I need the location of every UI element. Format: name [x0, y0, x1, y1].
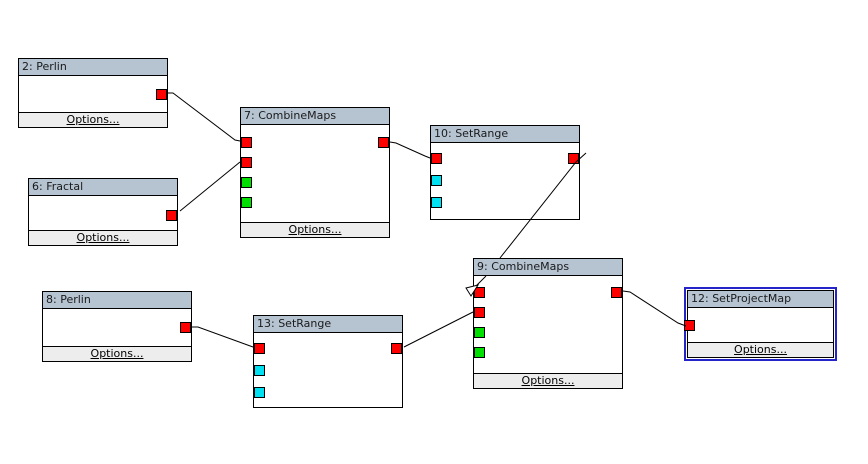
node-title: 7: CombineMaps	[244, 109, 337, 122]
node-title: 2: Perlin	[22, 60, 67, 73]
connection-line	[179, 161, 241, 212]
port-red-input-1[interactable]	[241, 137, 252, 148]
node-title-bar[interactable]: 10: SetRange	[431, 126, 579, 143]
connection-line	[403, 311, 474, 348]
options-button-label: Options...	[734, 343, 787, 356]
port-green-input-3[interactable]	[474, 327, 485, 338]
node-12[interactable]: 12: SetProjectMap Options...	[684, 290, 834, 358]
port-red-input-1[interactable]	[474, 287, 485, 298]
options-button[interactable]: Options...	[241, 222, 389, 237]
port-green-input-4[interactable]	[241, 197, 252, 208]
port-cyan-input-3[interactable]	[254, 387, 265, 398]
port-cyan-input-3[interactable]	[431, 197, 442, 208]
options-button-label: Options...	[76, 231, 130, 244]
node-title: 13: SetRange	[257, 317, 332, 330]
port-red-output-1[interactable]	[166, 210, 177, 221]
node-title-bar[interactable]: 2: Perlin	[19, 59, 167, 76]
connection-line	[168, 92, 241, 142]
node-9[interactable]: 9: CombineMaps Options...	[473, 258, 623, 389]
options-button[interactable]: Options...	[474, 373, 622, 388]
options-button[interactable]: Options...	[43, 346, 191, 361]
node-title-bar[interactable]: 7: CombineMaps	[241, 108, 389, 125]
port-red-input-1[interactable]	[684, 320, 695, 331]
port-red-input-2[interactable]	[474, 307, 485, 318]
node-6[interactable]: 6: Fractal Options...	[28, 178, 178, 246]
node-title: 12: SetProjectMap	[691, 292, 792, 305]
node-2[interactable]: 2: Perlin Options...	[18, 58, 168, 128]
port-red-output-1[interactable]	[391, 343, 402, 354]
port-red-output-1[interactable]	[611, 287, 622, 298]
options-button-label: Options...	[90, 347, 144, 360]
node-title-bar[interactable]: 6: Fractal	[29, 179, 177, 196]
node-title-bar[interactable]: 8: Perlin	[43, 292, 191, 309]
connection-line	[192, 326, 254, 348]
connection-line	[389, 141, 431, 159]
port-red-output-1[interactable]	[378, 137, 389, 148]
node-13[interactable]: 13: SetRange	[253, 315, 403, 408]
port-red-input-1[interactable]	[431, 153, 442, 164]
node-7[interactable]: 7: CombineMaps Options...	[240, 107, 390, 238]
node-title: 8: Perlin	[46, 293, 91, 306]
port-red-output-1[interactable]	[568, 153, 579, 164]
options-button-label: Options...	[66, 113, 120, 126]
port-cyan-input-2[interactable]	[254, 365, 265, 376]
connection-line	[622, 290, 687, 327]
port-red-output-1[interactable]	[156, 89, 167, 100]
port-green-input-3[interactable]	[241, 177, 252, 188]
node-title-bar[interactable]: 9: CombineMaps	[474, 259, 622, 276]
node-title-bar[interactable]: 12: SetProjectMap	[688, 291, 833, 308]
port-green-input-4[interactable]	[474, 347, 485, 358]
options-button-label: Options...	[288, 223, 342, 236]
port-red-input-2[interactable]	[241, 157, 252, 168]
options-button[interactable]: Options...	[29, 230, 177, 245]
port-cyan-input-2[interactable]	[431, 175, 442, 186]
node-title: 10: SetRange	[434, 127, 509, 140]
options-button[interactable]: Options...	[19, 112, 167, 127]
options-button-label: Options...	[521, 374, 575, 387]
port-red-input-1[interactable]	[254, 343, 265, 354]
node-title-bar[interactable]: 13: SetRange	[254, 316, 402, 333]
node-title: 6: Fractal	[32, 180, 84, 193]
node-title: 9: CombineMaps	[477, 260, 570, 273]
node-8[interactable]: 8: Perlin Options...	[42, 291, 192, 362]
node-10[interactable]: 10: SetRange	[430, 125, 580, 220]
options-button[interactable]: Options...	[688, 342, 833, 357]
port-red-output-1[interactable]	[180, 322, 191, 333]
